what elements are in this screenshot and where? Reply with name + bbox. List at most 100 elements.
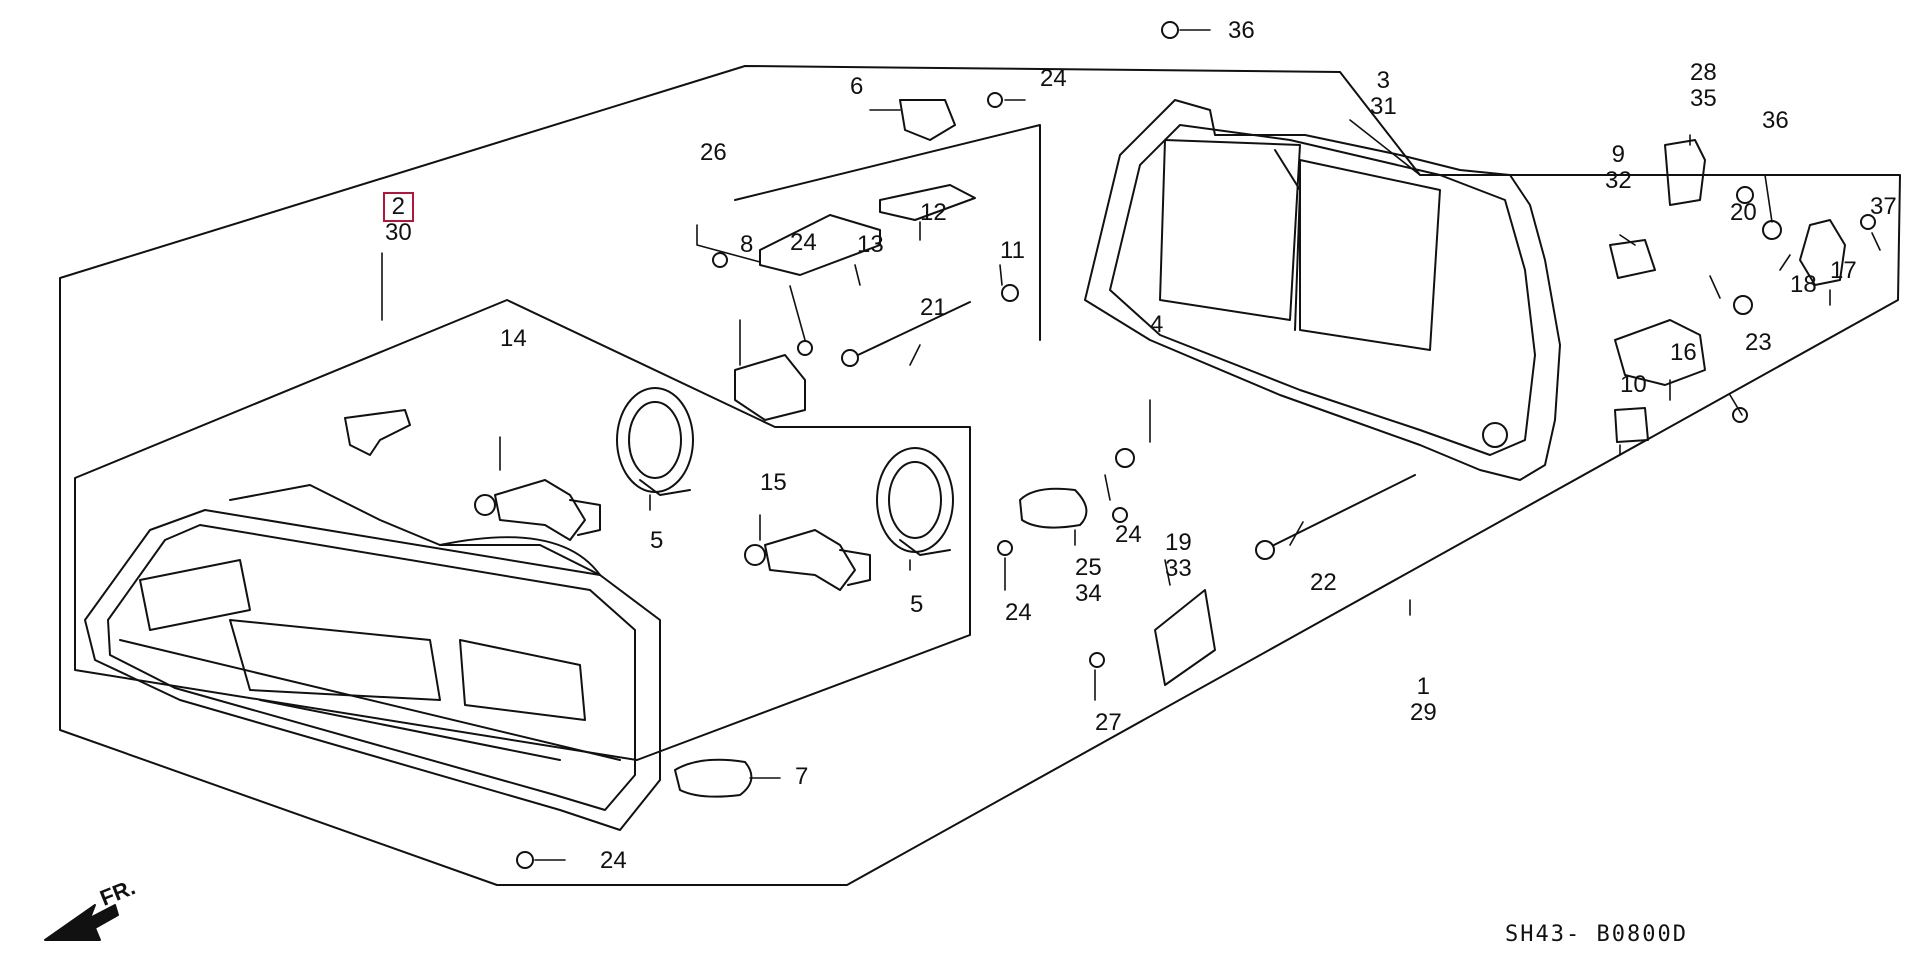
callout-number: 36 xyxy=(1228,17,1255,44)
callout-number: 8 xyxy=(740,231,754,258)
callout-number: 37 xyxy=(1870,193,1897,220)
callout-16: 16 xyxy=(1670,340,1697,366)
callout-number: 5 xyxy=(910,591,924,618)
headlight-lens xyxy=(84,484,661,831)
callout-37: 37 xyxy=(1870,194,1897,220)
callout-number: 21 xyxy=(920,294,947,321)
bracket-17 xyxy=(1799,219,1846,286)
retaining-ring-5b xyxy=(876,447,954,556)
housing-frame xyxy=(1084,99,1561,481)
callout-number: 35 xyxy=(1690,85,1717,112)
callout-14: 14 xyxy=(500,326,527,352)
callout-5: 5 xyxy=(910,592,923,618)
side-marker xyxy=(674,758,753,798)
callout-36: 36 xyxy=(1762,108,1789,134)
callout-5: 5 xyxy=(650,528,663,554)
callout-number: 10 xyxy=(1620,371,1647,398)
callout-17: 17 xyxy=(1830,258,1857,284)
callout-number: 31 xyxy=(1370,93,1397,120)
callout-number: 24 xyxy=(1040,65,1067,92)
motor-16 xyxy=(1614,319,1706,386)
callout-13: 13 xyxy=(857,232,884,258)
lens-clip xyxy=(344,409,411,456)
callout-6: 6 xyxy=(850,74,863,100)
callout-number: 18 xyxy=(1790,271,1817,298)
callout-number: 22 xyxy=(1310,569,1337,596)
leader-lines xyxy=(381,29,1881,861)
cover-19 xyxy=(1154,589,1216,686)
callout-number: 3 xyxy=(1376,67,1391,94)
callout-number: 12 xyxy=(920,199,947,226)
callout-number: 17 xyxy=(1830,257,1857,284)
front-arrow xyxy=(44,904,119,941)
callout-4: 4 xyxy=(1150,312,1163,338)
fastener-bolts xyxy=(516,21,1876,869)
callout-7: 7 xyxy=(795,764,808,790)
callout-number: 24 xyxy=(1115,521,1142,548)
bracket-13 xyxy=(759,214,881,276)
callout-24: 24 xyxy=(600,848,627,874)
callout-number: 7 xyxy=(795,763,809,790)
bracket-8 xyxy=(734,354,806,421)
callout-number: 5 xyxy=(650,527,664,554)
connector-9 xyxy=(1609,239,1656,279)
bulb-15 xyxy=(744,529,871,591)
callout-number: 24 xyxy=(1005,599,1032,626)
callout-26: 26 xyxy=(700,140,727,166)
callout-number: 25 xyxy=(1075,554,1102,581)
callout-21: 21 xyxy=(920,295,947,321)
connector-10 xyxy=(1614,407,1649,443)
callout-number: 16 xyxy=(1670,339,1697,366)
callout-10: 10 xyxy=(1620,372,1647,398)
callout-number: 29 xyxy=(1410,699,1437,726)
callout-8: 8 xyxy=(740,232,753,258)
callout-number: 24 xyxy=(600,847,627,874)
assembly-outline xyxy=(59,65,1901,886)
callout-27: 27 xyxy=(1095,710,1122,736)
callout-number: 20 xyxy=(1730,199,1757,226)
callout-number: 26 xyxy=(700,139,727,166)
callout-number: 36 xyxy=(1762,107,1789,134)
bracket-outline xyxy=(734,124,1041,341)
callout-number: 14 xyxy=(500,325,527,352)
callout-number: 9 xyxy=(1611,141,1626,168)
callout-12: 12 xyxy=(920,200,947,226)
callout-number: 4 xyxy=(1150,311,1164,338)
bracket-28 xyxy=(1664,139,1706,206)
callout-number: 24 xyxy=(790,229,817,256)
callout-20: 20 xyxy=(1730,200,1757,226)
callout-18: 18 xyxy=(1790,272,1817,298)
callout-number: 27 xyxy=(1095,709,1122,736)
callout-11: 11 xyxy=(1000,238,1025,264)
bracket-6 xyxy=(899,99,956,141)
lens-outline xyxy=(74,299,971,761)
callout-number: 28 xyxy=(1690,59,1717,86)
callout-number: 2 xyxy=(383,192,414,222)
callout-23: 23 xyxy=(1745,330,1772,356)
callout-number: 13 xyxy=(857,231,884,258)
callout-36: 36 xyxy=(1228,18,1255,44)
callout-number: 32 xyxy=(1605,167,1632,194)
cover-12 xyxy=(879,184,976,221)
callout-number: 34 xyxy=(1075,580,1102,607)
callout-15: 15 xyxy=(760,470,787,496)
retaining-ring-5a xyxy=(616,387,694,496)
callout-number: 1 xyxy=(1416,673,1431,700)
callout-24: 24 xyxy=(1005,600,1032,626)
rod-22 xyxy=(1255,474,1416,560)
callout-number: 33 xyxy=(1165,555,1192,582)
callout-number: 15 xyxy=(760,469,787,496)
callout-number: 6 xyxy=(850,73,864,100)
bulb-14 xyxy=(474,479,601,541)
callout-number: 11 xyxy=(1000,237,1025,264)
callout-24: 24 xyxy=(1040,66,1067,92)
callout-24: 24 xyxy=(790,230,817,256)
callout-22: 22 xyxy=(1310,570,1337,596)
